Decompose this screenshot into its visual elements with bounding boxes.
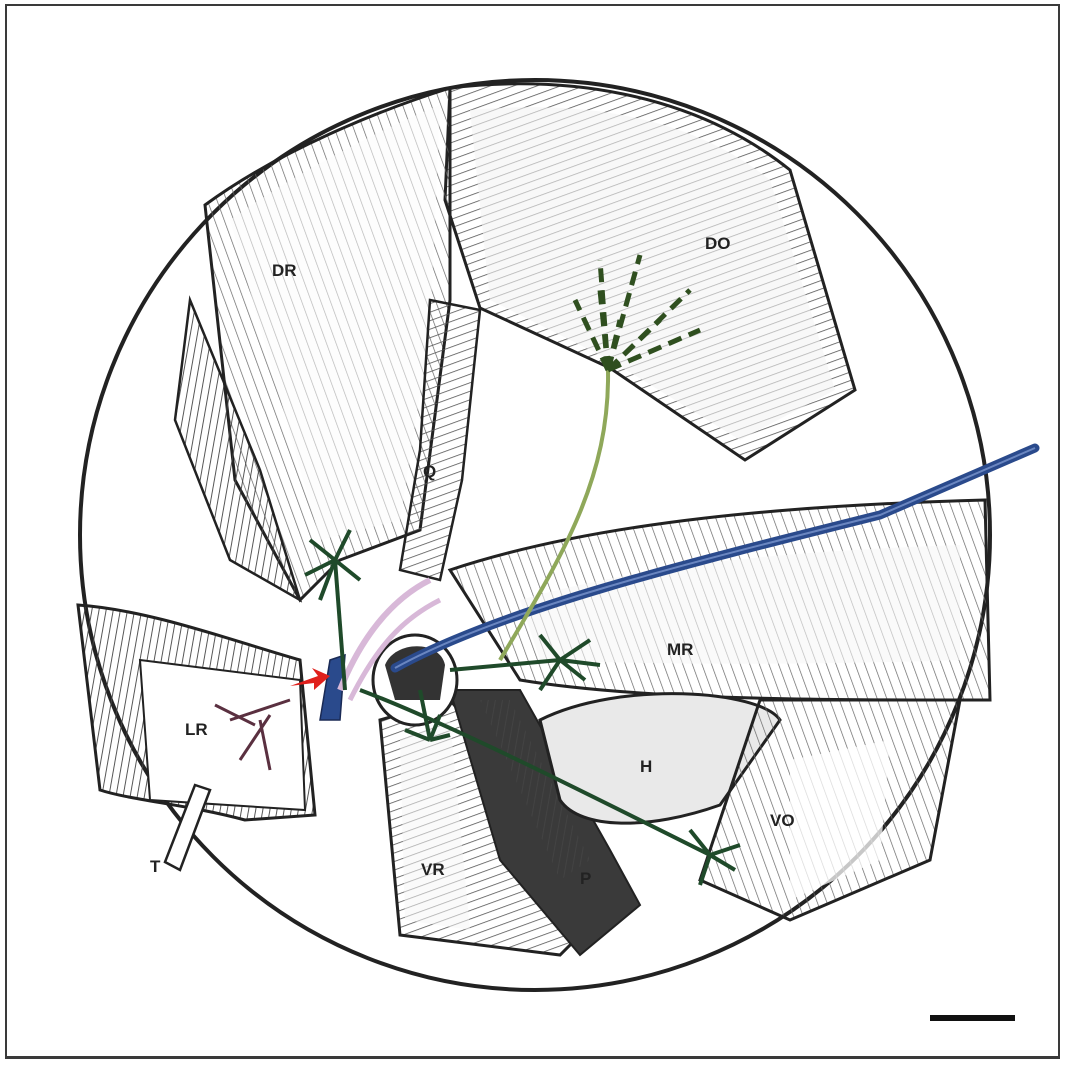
label-vr: VR [421,860,445,879]
label-do: DO [705,234,731,253]
label-t: T [150,857,161,876]
label-h: H [640,757,652,776]
label-mr: MR [667,640,693,659]
label-lr: LR [185,720,208,739]
label-dr: DR [272,261,297,280]
label-vo: VO [770,811,795,830]
scale-bar [930,1015,1015,1021]
label-q: Q [423,462,436,481]
label-p: P [580,869,591,888]
